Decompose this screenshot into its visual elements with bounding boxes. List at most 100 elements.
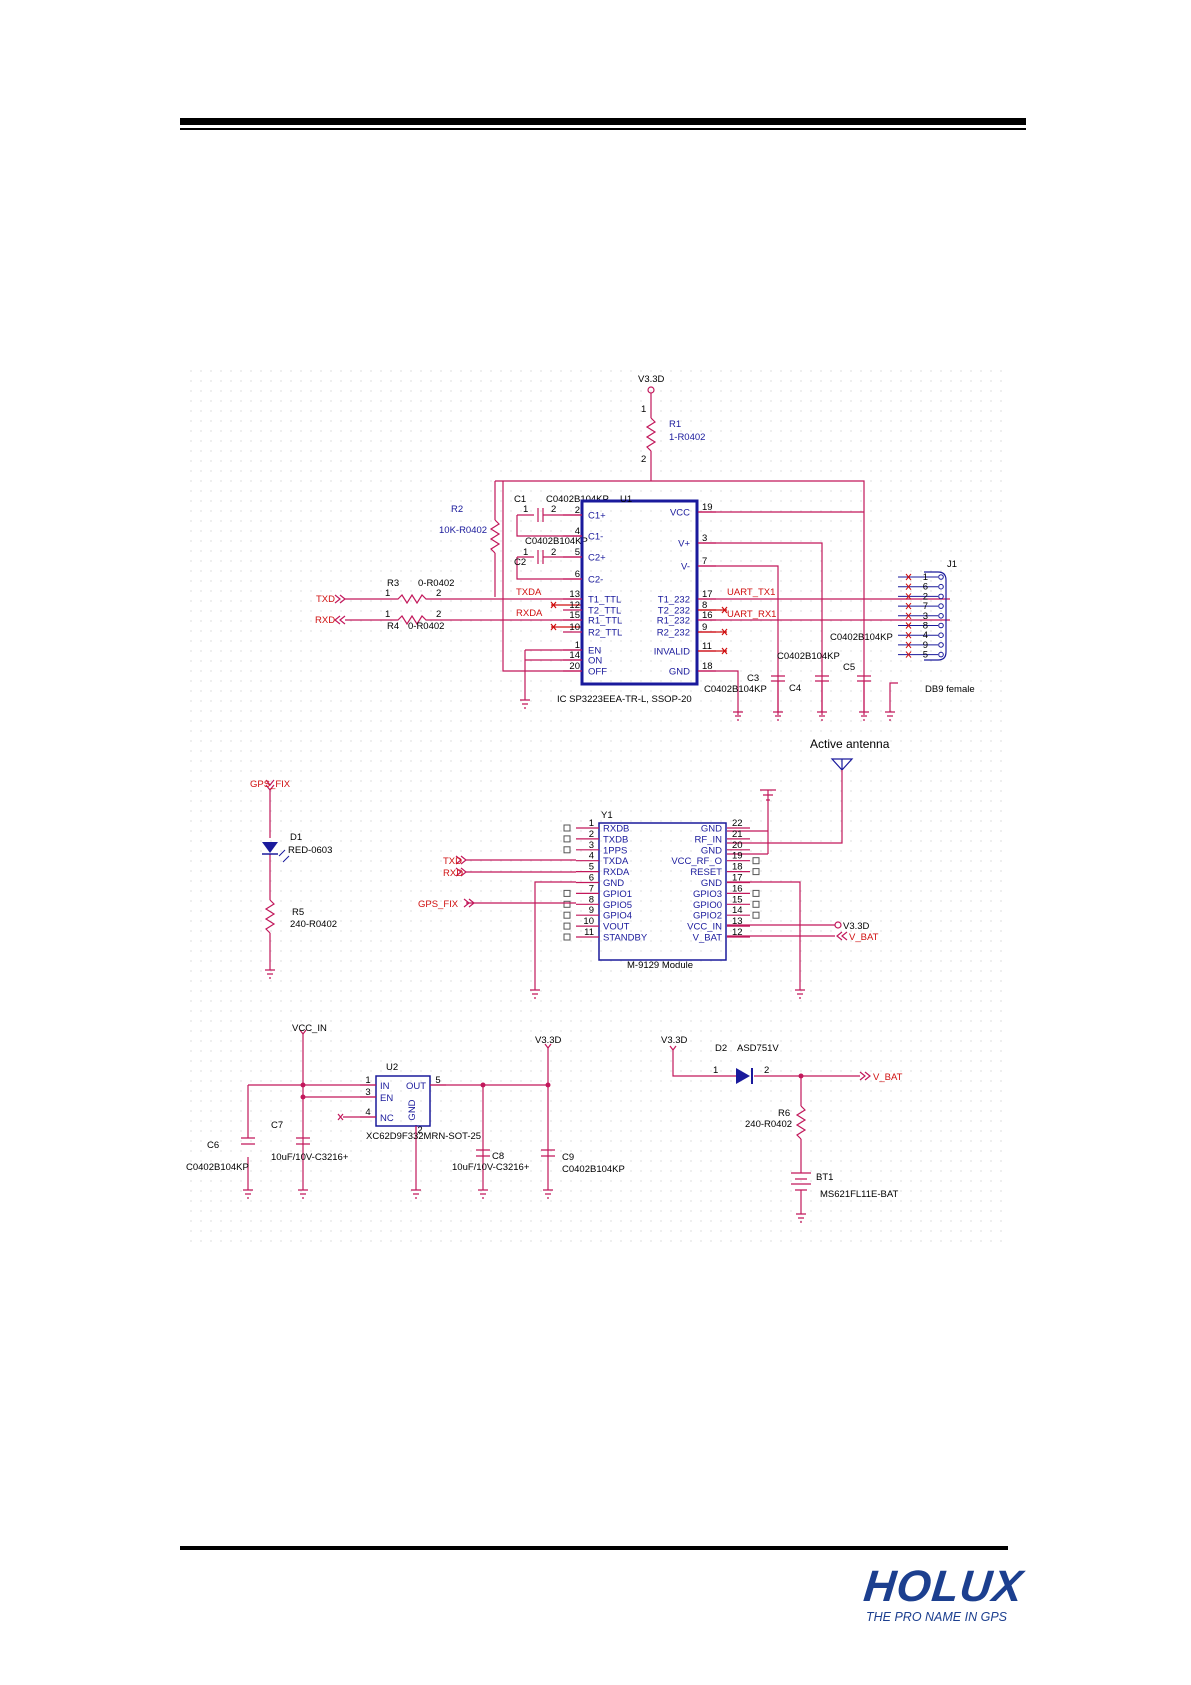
vcc-in-label: VCC_IN	[292, 1023, 327, 1034]
j1-nc-mark	[905, 631, 912, 639]
j1-pin-contact	[938, 632, 944, 639]
bt1-ref: BT1	[816, 1172, 833, 1183]
j1-nc-mark	[905, 651, 912, 658]
r4-pin1: 1	[385, 609, 390, 620]
y1-left-pin-name: GPIO1	[603, 889, 632, 900]
u1-body	[580, 499, 699, 686]
c5-ref: C5	[843, 662, 855, 673]
u1-right-pin-number: 7	[702, 556, 707, 567]
uart-tx1-net: UART_TX1	[727, 587, 775, 598]
c8-val: 10uF/10V-C3216+	[452, 1162, 530, 1173]
y1-right-pin-number: 22	[732, 818, 743, 829]
v33-net-y1: V3.3D	[843, 921, 870, 932]
r4-ref: R4	[387, 621, 399, 632]
r3-pin1: 1	[385, 588, 390, 599]
u1-right-pin-name: V+	[678, 539, 690, 550]
v33-label-d2: V3.3D	[661, 1035, 688, 1046]
u2-body	[375, 1075, 431, 1127]
u2-pin-number: 1	[365, 1075, 370, 1086]
y1-left-pin-number: 9	[589, 905, 594, 916]
y1-right-pin-name: RF_IN	[695, 834, 723, 845]
antenna-symbol	[830, 758, 854, 771]
j1-pin-contact	[938, 583, 944, 590]
u1-left-pin-name: C2+	[588, 553, 606, 564]
r1-pin2: 2	[641, 454, 646, 465]
y1-left-pin-name: RXDA	[603, 867, 630, 878]
u2-pin-name: OUT	[406, 1081, 426, 1092]
r2-resistor	[489, 481, 582, 672]
vbat-port-d2	[859, 1071, 871, 1081]
r1-ref: R1	[669, 419, 681, 430]
u1-right-pin-name: V-	[681, 562, 690, 573]
y1-right-pin-number: 13	[732, 916, 743, 927]
y1-left-pin-number: 8	[589, 894, 594, 905]
j1-nc-mark	[905, 612, 912, 620]
y1-left-pin-number: 7	[589, 883, 594, 894]
c2-pin1: 1	[523, 547, 528, 558]
j1-desc: DB9 female	[925, 684, 975, 695]
bt1-val: MS621FL11E-BAT	[820, 1189, 899, 1200]
u2-pin-name: EN	[380, 1093, 393, 1104]
v33-port-reg	[544, 1043, 552, 1049]
u1-left-pin-name: C1+	[588, 511, 606, 522]
c1-val: C0402B104KP	[546, 494, 609, 505]
c3-c4-c5-capacitors	[733, 675, 871, 721]
y1-right-pin-number: 20	[732, 840, 743, 851]
c9-ref: C9	[562, 1152, 574, 1163]
battery-wiring	[669, 1045, 871, 1223]
y1-nc-marker	[563, 911, 571, 919]
j1-pin-number: 6	[923, 582, 928, 593]
c2-ref: C2	[514, 557, 526, 568]
y1-left-pin-name: STANDBY	[603, 933, 648, 944]
holux-logo: HOLUX	[861, 1562, 1026, 1611]
d1-emission-arrows	[278, 849, 290, 863]
u1-right-pin-name: T1_232	[658, 595, 690, 606]
r3-val: 0-R0402	[418, 578, 454, 589]
u1-left-pin-number: 5	[575, 547, 580, 558]
u1-right-pin-number: 19	[702, 502, 713, 513]
r3-pin2: 2	[436, 588, 441, 599]
gps-fix-net-d1: GPS_FIX	[250, 779, 291, 790]
r5-val: 240-R0402	[290, 919, 337, 930]
u1-right-pin-number: 9	[702, 622, 707, 633]
u1-left-pin-number: 10	[569, 622, 580, 633]
u2-pin-number: 5	[435, 1075, 440, 1086]
j1-pin-number: 7	[923, 601, 928, 612]
d2-pin2: 2	[764, 1065, 769, 1076]
c1-ref: C1	[514, 494, 526, 505]
y1-nc-marker	[563, 933, 571, 941]
y1-left-pin-name: VOUT	[603, 922, 630, 933]
d2-ref: D2	[715, 1043, 727, 1054]
u1-left-pin-number: 1	[575, 640, 580, 651]
y1-nc-marker	[563, 824, 571, 832]
j1-pin-number: 8	[923, 621, 928, 632]
u1-right-pin-name: T2_232	[658, 606, 690, 617]
d2-body	[736, 1068, 750, 1084]
d1-ref: D1	[290, 832, 302, 843]
c3-ref: C3	[747, 673, 759, 684]
c5-val: C0402B104KP	[830, 632, 893, 643]
u1-left-pin-name: R1_TTL	[588, 616, 622, 627]
y1-left-pin-name: GND	[603, 878, 624, 889]
y1-right-pin-number: 14	[732, 905, 743, 916]
r2-ref: R2	[451, 504, 463, 515]
y1-left-pin-number: 10	[583, 916, 594, 927]
c4-val: C0402B104KP	[777, 651, 840, 662]
y1-left-pin-name: RXDB	[603, 824, 629, 835]
y1-left-pin-number: 5	[589, 862, 594, 873]
r3-ref: R3	[387, 578, 399, 589]
y1-right-pin-number: 16	[732, 883, 743, 894]
vbat-port-y1	[836, 931, 848, 941]
u2-pin-number: 4	[365, 1107, 370, 1118]
c3-val: C0402B104KP	[704, 684, 767, 695]
j1-nc-mark	[905, 573, 912, 581]
txd-port-y1	[455, 855, 467, 865]
j1-nc-mark	[905, 583, 912, 591]
r1-power-node	[494, 386, 865, 715]
j1-pin-contact	[938, 593, 944, 600]
txd-net-y1: TXD	[443, 856, 462, 867]
c6-ref: C6	[207, 1140, 219, 1151]
u2-pin-name: NC	[380, 1113, 394, 1124]
j1-pin-number: 3	[923, 611, 928, 622]
